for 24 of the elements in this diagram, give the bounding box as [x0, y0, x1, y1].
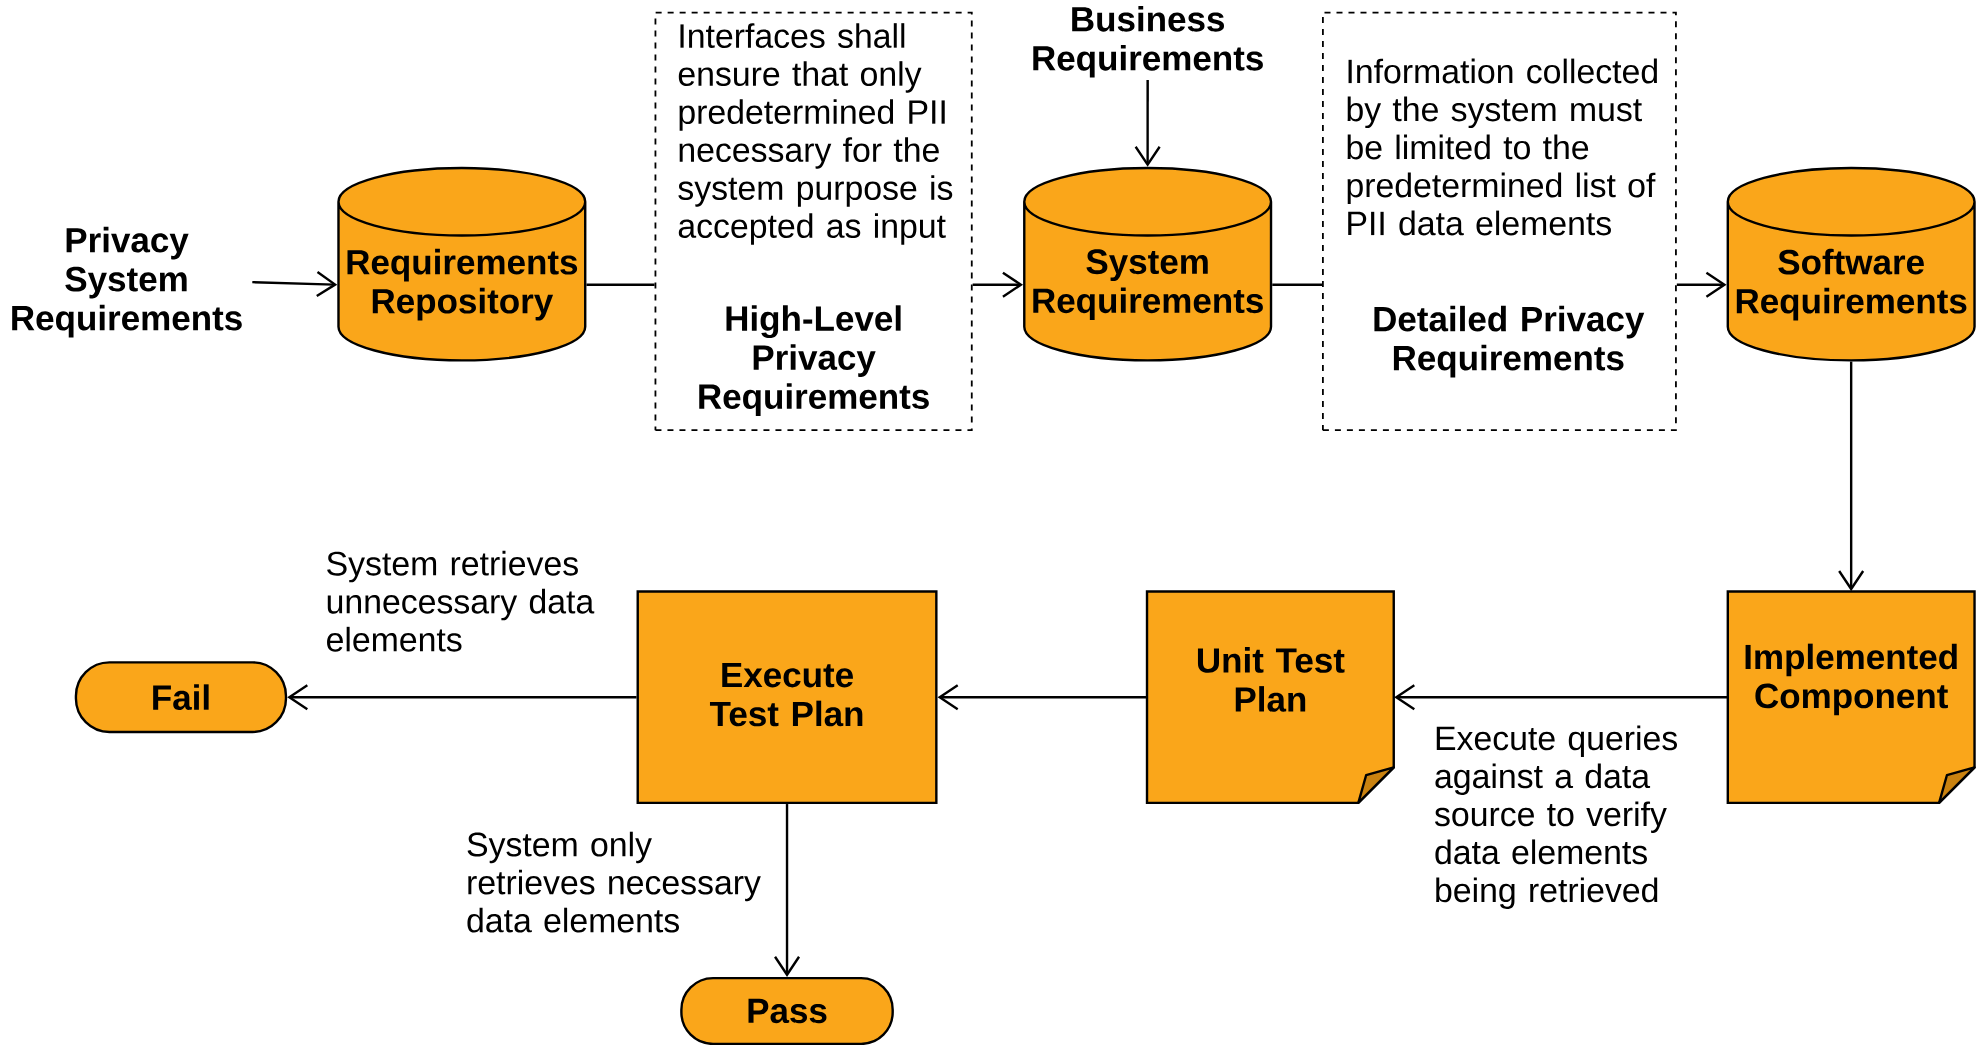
note-box: Interfaces shall ensure that only predetermined PII necessary for the system purpose is accepted as input High-Level Privacy Requirements — [654, 11, 973, 432]
arrow — [1394, 684, 1728, 711]
note-box: Information collected by the system must be limited to the predetermined list of PII data elements Detailed Privacy Requirements — [1322, 11, 1677, 432]
arrow — [937, 684, 1147, 711]
arrow — [287, 684, 637, 711]
document-box: Unit Test Plan — [1145, 590, 1395, 805]
process-box: Execute Test Plan — [636, 590, 938, 805]
heading-text: Privacy System Requirements — [12, 226, 242, 338]
database-cylinder: System Requirements — [1023, 166, 1273, 362]
heading-text: Business Requirements — [1033, 5, 1263, 78]
database-cylinder: Requirements Repository — [337, 166, 587, 362]
database-cylinder: Software Requirements — [1726, 166, 1976, 362]
arrow — [1838, 361, 1865, 592]
document-box: Implemented Component — [1726, 590, 1976, 805]
arrow — [1134, 80, 1161, 167]
edge-label: System retrieves unnecessary data elements — [327, 550, 595, 652]
edge-label: Execute queries against a data source to verify data elements being retrieved — [1434, 725, 1677, 909]
edge-label: System only retrieves necessary data elements — [467, 831, 761, 933]
arrow — [1676, 271, 1727, 298]
terminal-box: Pass — [680, 976, 894, 1045]
arrow — [774, 804, 801, 977]
arrow — [972, 271, 1024, 298]
arrow — [252, 271, 338, 298]
terminal-box: Fail — [74, 661, 288, 734]
